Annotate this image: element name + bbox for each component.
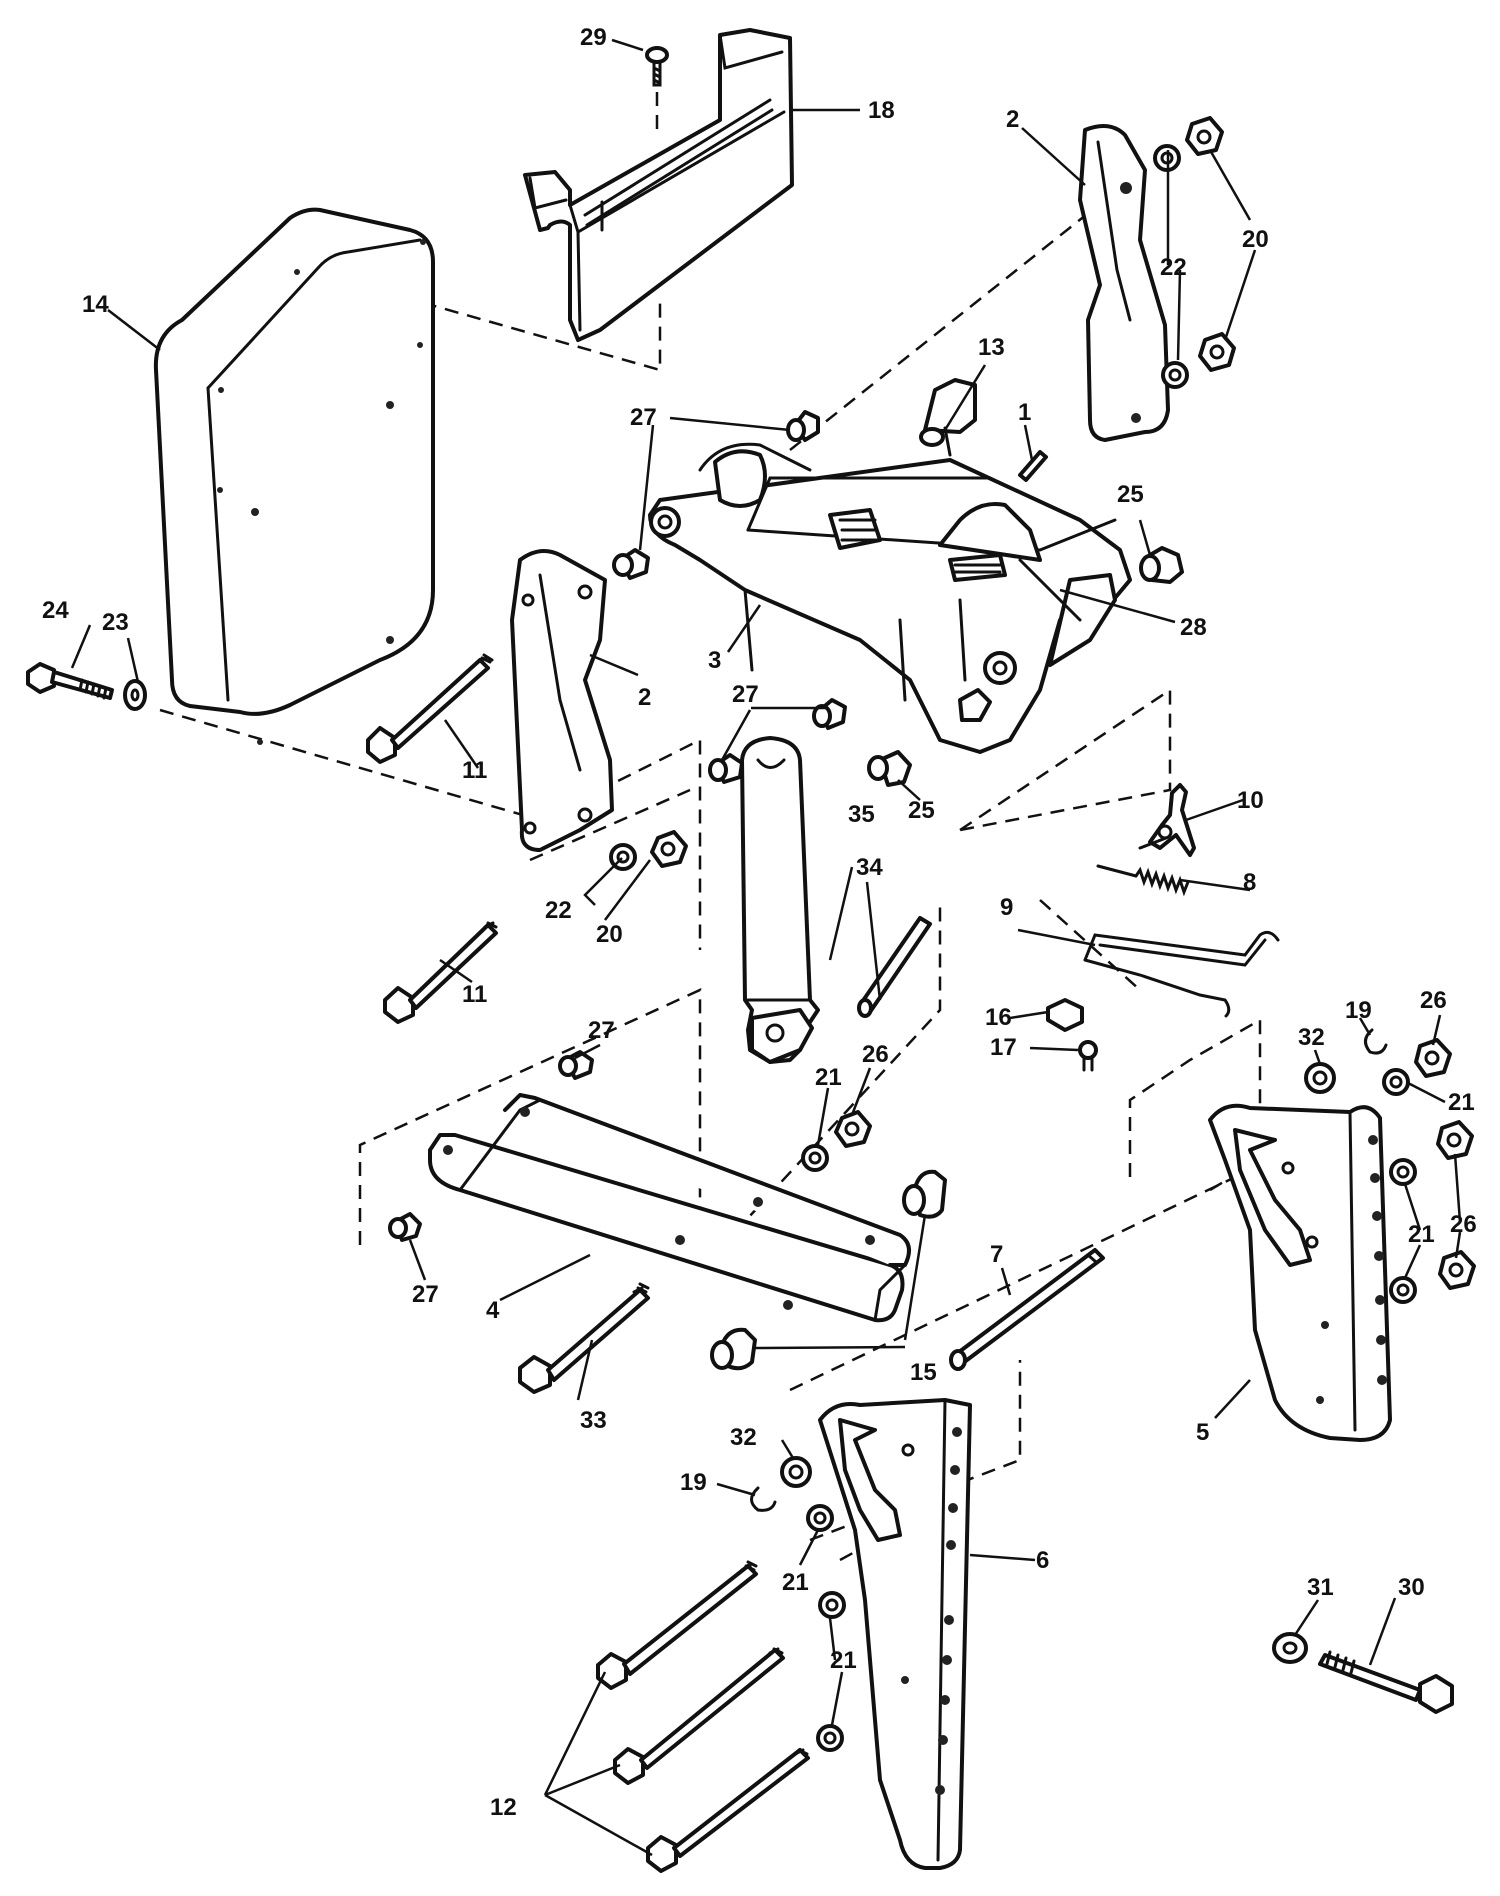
part-13-knob (919, 378, 977, 457)
callout-20-lower: 20 (596, 921, 623, 948)
part-1-pin (1018, 450, 1048, 482)
part-2-lower-side-plate (510, 549, 614, 852)
part-17-screw (1078, 1040, 1098, 1072)
callout-32-right: 32 (1298, 1024, 1325, 1051)
callout-14: 14 (82, 291, 109, 318)
callout-13: 13 (978, 334, 1005, 361)
callout-10: 10 (1237, 787, 1264, 814)
callout-6: 6 (1036, 1547, 1049, 1574)
callout-33: 33 (580, 1407, 607, 1434)
callout-16: 16 (985, 1004, 1012, 1031)
callout-21-right-mid: 21 (1408, 1221, 1435, 1248)
part-10-lock-lever (1138, 783, 1196, 857)
part-7-pivot-pin (949, 1248, 1105, 1371)
part-28-decal-plate (1018, 558, 1082, 622)
callout-20-upper: 20 (1242, 226, 1269, 253)
part-27-bushings (388, 410, 847, 1242)
callout-21-right-top: 21 (1448, 1089, 1475, 1116)
callout-2-upper: 2 (1006, 106, 1019, 133)
callout-27-mid: 27 (588, 1017, 615, 1044)
callout-34: 34 (856, 854, 883, 881)
part-20-22-upper-fasteners (1153, 116, 1236, 389)
callout-35: 35 (848, 801, 875, 828)
part-6-clamp-bracket-left (818, 1398, 972, 1870)
callout-7: 7 (990, 1241, 1003, 1268)
callout-3: 3 (708, 647, 721, 674)
part-left-fasteners (750, 1456, 846, 1752)
callout-19-right: 19 (1345, 997, 1372, 1024)
callout-11-lower: 11 (462, 981, 487, 1008)
callout-8: 8 (1243, 869, 1256, 896)
callout-15: 15 (910, 1359, 937, 1386)
part-35-tilt-cylinder (740, 736, 820, 1064)
part-18-carry-handle (523, 28, 794, 342)
callout-labels: 29 18 2 20 22 14 13 1 27 25 28 3 2 24 23… (42, 24, 1477, 1821)
part-21-26-mid-fasteners (801, 1110, 872, 1172)
part-33-bolt (518, 1282, 650, 1394)
part-24-23-bolt-washer (26, 662, 147, 711)
callout-27-top: 27 (630, 404, 657, 431)
callout-5: 5 (1196, 1419, 1209, 1446)
callout-12: 12 (490, 1794, 517, 1821)
callout-11-upper: 11 (462, 757, 487, 784)
callout-29: 29 (580, 24, 607, 51)
callout-1: 1 (1018, 399, 1031, 426)
callout-26-mid: 26 (862, 1041, 889, 1068)
part-29-screw (645, 46, 669, 135)
callout-21-left-top: 21 (782, 1569, 809, 1596)
part-34-pin (857, 916, 932, 1018)
callout-24: 24 (42, 597, 69, 624)
part-5-clamp-bracket-right (1208, 1103, 1392, 1442)
part-3-swivel-bracket (648, 442, 1132, 754)
part-12-bolts (596, 1560, 810, 1873)
callout-22-upper: 22 (1160, 254, 1187, 281)
callout-2-lower: 2 (638, 684, 651, 711)
callout-26-right-top: 26 (1420, 987, 1447, 1014)
part-right-fasteners (1304, 1028, 1476, 1304)
callout-23: 23 (102, 609, 129, 636)
part-11-long-bolts (366, 653, 498, 1024)
part-16-clip (1046, 998, 1084, 1032)
callout-21-mid: 21 (815, 1064, 842, 1091)
callout-27-low: 27 (412, 1281, 439, 1308)
callout-17: 17 (990, 1034, 1017, 1061)
callout-18: 18 (868, 97, 895, 124)
callout-25-mid: 25 (908, 797, 935, 824)
callout-31: 31 (1307, 1574, 1334, 1601)
callout-28: 28 (1180, 614, 1207, 641)
part-9-wire-link (1083, 930, 1280, 1018)
callout-25-right: 25 (1117, 481, 1144, 508)
part-4-channel (428, 1093, 911, 1323)
part-2-upper-side-plate (1078, 124, 1170, 442)
callout-leader-lines (70, 38, 1462, 1857)
part-30-31-bolt-washer (1272, 1632, 1454, 1714)
callout-9: 9 (1000, 894, 1013, 921)
callout-26-right-mid: 26 (1450, 1211, 1477, 1238)
callout-19-left: 19 (680, 1469, 707, 1496)
part-25-bushings (867, 546, 1184, 787)
callout-32-left: 32 (730, 1424, 757, 1451)
callout-22-lower: 22 (545, 897, 572, 924)
callout-4: 4 (486, 1297, 500, 1324)
part-15-bushings (710, 1169, 947, 1371)
part-8-spring (1096, 864, 1190, 897)
part-14-pad (153, 207, 435, 745)
callout-21-left-low: 21 (830, 1647, 857, 1674)
callout-27-cyl: 27 (732, 681, 759, 708)
callout-30: 30 (1398, 1574, 1425, 1601)
